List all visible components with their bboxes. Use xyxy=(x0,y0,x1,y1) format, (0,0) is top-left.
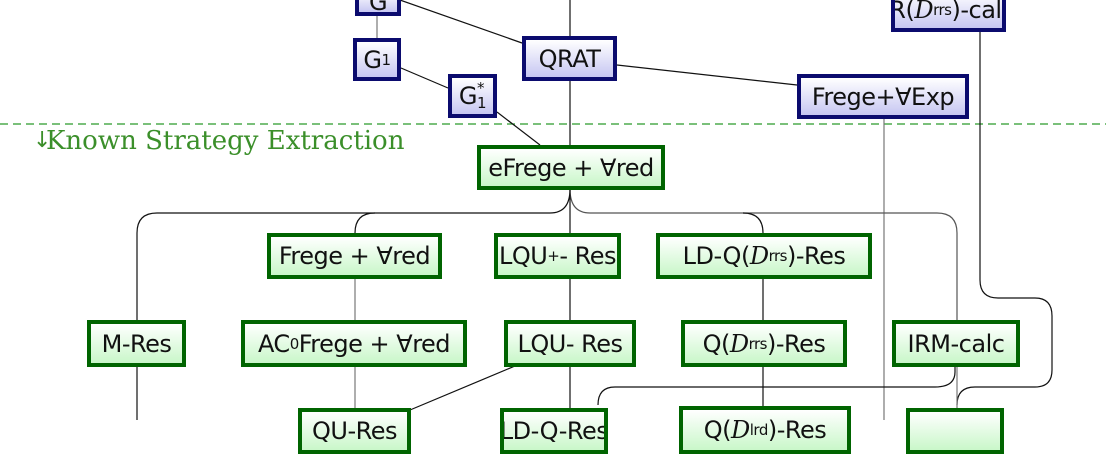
node-sup: rrs xyxy=(748,334,768,353)
node-cal: D xyxy=(729,329,749,358)
edge-efrege-irm xyxy=(569,188,958,320)
node-label: M-Res xyxy=(101,329,172,358)
node-ldq-res[interactable]: LD-Q-Res xyxy=(500,408,608,454)
edge-g1star-efrege xyxy=(496,111,541,146)
node-label: Q( xyxy=(703,416,732,444)
node-efrege-red[interactable]: eFrege + ∀red xyxy=(477,145,665,190)
node-label: G xyxy=(458,82,478,110)
node-label: LD-Q-Res xyxy=(500,417,608,445)
node-label: LD-Q( xyxy=(682,242,751,270)
node-label: )-Res xyxy=(767,416,827,444)
node-frege-exp[interactable]: Frege+∀Exp xyxy=(797,74,969,119)
node-cal: D xyxy=(914,0,934,24)
edge-g1-g1star xyxy=(400,67,449,89)
edge-efrege-ldq xyxy=(742,212,764,234)
node-label: G xyxy=(363,45,382,74)
node-qu-res[interactable]: QU-Res xyxy=(298,408,411,454)
node-label: IRM-calc xyxy=(907,329,1005,358)
node-sub: 1 xyxy=(381,50,392,69)
node-frege-red[interactable]: Frege + ∀red xyxy=(267,233,442,279)
edge-ir-calc-loop xyxy=(956,31,1053,406)
node-label: Q( xyxy=(702,329,731,358)
node-sup: rrs xyxy=(768,247,788,265)
node-sub: 0 xyxy=(289,334,300,353)
node-label: QU-Res xyxy=(312,417,397,445)
edge-irm-ldq xyxy=(597,366,956,406)
node-label: Frege+∀Exp xyxy=(811,82,955,111)
node-sub: 1 xyxy=(477,94,487,112)
edge-g-qrat xyxy=(399,0,523,44)
node-irm-calc[interactable]: IRM-calc xyxy=(892,320,1020,367)
node-m-res[interactable]: M-Res xyxy=(87,320,186,367)
node-qrat[interactable]: QRAT xyxy=(522,36,617,81)
node-sup: + xyxy=(547,247,560,265)
node-sup: lrd xyxy=(749,421,769,439)
node-g[interactable]: G xyxy=(355,0,401,16)
node-label: QRAT xyxy=(538,44,601,73)
node-label: eFrege + ∀red xyxy=(488,153,654,182)
node-label: )-Res xyxy=(767,329,826,358)
node-label: LQU xyxy=(498,242,548,270)
node-sup: * xyxy=(477,79,485,97)
node-label: LQU- Res xyxy=(517,329,623,358)
node-label: IR( xyxy=(891,0,915,24)
node-label: )-calc xyxy=(951,0,1002,24)
edge-efrege-frege-red xyxy=(354,212,376,234)
node-cal: D xyxy=(731,416,750,444)
node-g1-star[interactable]: G*1 xyxy=(448,74,497,118)
node-label: Frege + ∀red xyxy=(278,242,431,270)
node-lqu-plus-res[interactable]: LQU+- Res xyxy=(494,233,621,279)
node-lqu-res[interactable]: LQU- Res xyxy=(504,320,636,367)
node-sup: rrs xyxy=(933,1,952,19)
node-label: - Res xyxy=(559,242,617,270)
node-label: G xyxy=(368,0,388,16)
edge-lqu-qu xyxy=(409,365,516,411)
node-label: )-Res xyxy=(786,242,846,270)
node-bottom-right[interactable] xyxy=(906,408,1004,454)
edge-qrat-frege-exp xyxy=(616,64,798,86)
section-label: Known Strategy Extraction xyxy=(46,126,405,156)
down-arrow-icon: ↓ xyxy=(33,128,52,153)
node-label: Frege + ∀red xyxy=(298,329,451,358)
edges xyxy=(0,0,1106,420)
edge-efrege-mres xyxy=(136,188,571,320)
node-cal: D xyxy=(749,242,769,270)
node-label: AC xyxy=(257,329,290,358)
